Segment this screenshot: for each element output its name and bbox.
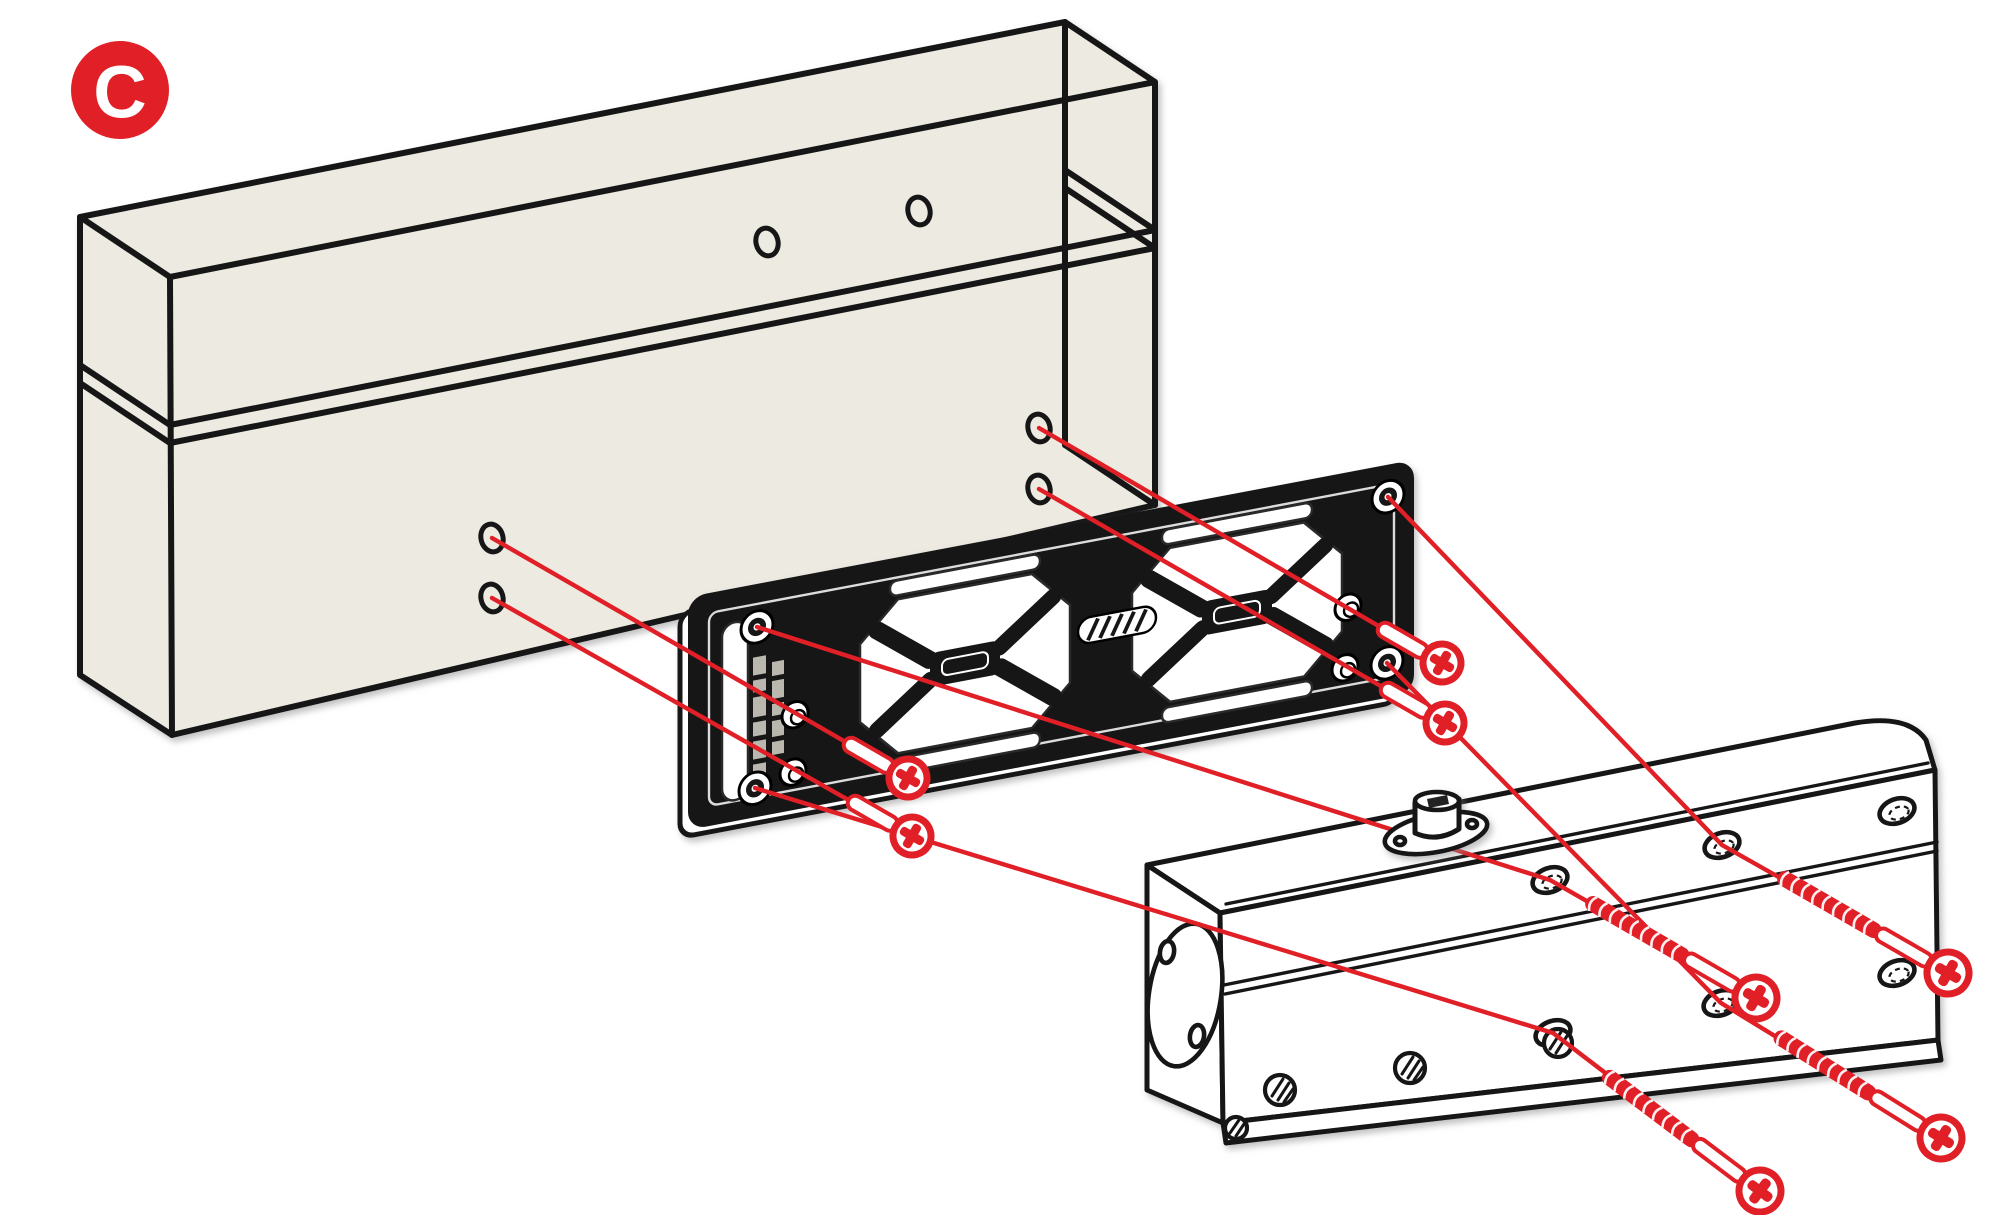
step-badge-circle — [71, 41, 169, 139]
valve-screw — [1222, 1114, 1250, 1142]
step-badge-letter: C — [93, 51, 146, 134]
closer-mounting-slot — [1877, 957, 1917, 989]
plate-slot — [888, 553, 1042, 597]
long-screw — [1585, 895, 1781, 1023]
plate-x-pocket — [1130, 521, 1344, 704]
short-screws — [841, 620, 1468, 859]
valve-screw — [1262, 1072, 1298, 1108]
short-screw — [1378, 680, 1468, 746]
long-screw — [1601, 1069, 1785, 1215]
short-screw — [1375, 620, 1465, 686]
door-closer-body — [1144, 718, 1944, 1146]
wall-bottom-right-chamfer — [1062, 442, 1158, 508]
long-screw — [1777, 870, 1973, 998]
long-screw — [1773, 1030, 1966, 1163]
closer-mounting-slot — [1877, 795, 1917, 827]
closer-top-edge-highlight — [1224, 761, 1930, 906]
upper-beam-hole — [905, 194, 933, 228]
closer-end-hole — [1157, 938, 1177, 966]
closer-bottom-sliver — [1220, 1037, 1944, 1146]
upper-beam-left-chamfer — [77, 214, 173, 280]
plate-hatched-label — [1076, 605, 1158, 645]
plate-slot — [1160, 501, 1314, 546]
alignment-line — [489, 595, 915, 839]
closer-end-hole — [1187, 1022, 1207, 1050]
spindle-square-drive — [1427, 795, 1449, 808]
wall-front-left-edge — [167, 274, 175, 738]
step-badge: C — [71, 41, 169, 139]
beam-seam-left-chamfer-lower — [77, 380, 173, 446]
beam-seam-right-chamfer-lower — [1062, 185, 1158, 251]
alignment-line — [489, 535, 911, 781]
alignment-line — [1036, 486, 1448, 726]
plate-left-slot — [720, 620, 750, 802]
closer-spindle — [1382, 789, 1490, 857]
alignment-line — [1036, 425, 1445, 666]
beam-seam-lower — [167, 245, 1158, 446]
short-screw — [841, 735, 931, 801]
valve-screw — [1541, 1026, 1575, 1060]
plate-engraved-border — [707, 483, 1396, 806]
upper-beam-top-front-edge — [167, 79, 1158, 280]
plate-slot — [1160, 679, 1314, 724]
valve-screw — [1392, 1050, 1428, 1086]
upper-beam-hole — [753, 225, 781, 259]
beam-seam-upper — [167, 227, 1158, 428]
short-screw — [845, 793, 935, 859]
beam-seam-left-chamfer-upper — [77, 362, 173, 428]
closer-cover-seam — [1222, 840, 1939, 987]
beam-seam-right-chamfer-upper — [1062, 167, 1158, 233]
long-screws — [1585, 870, 1973, 1215]
